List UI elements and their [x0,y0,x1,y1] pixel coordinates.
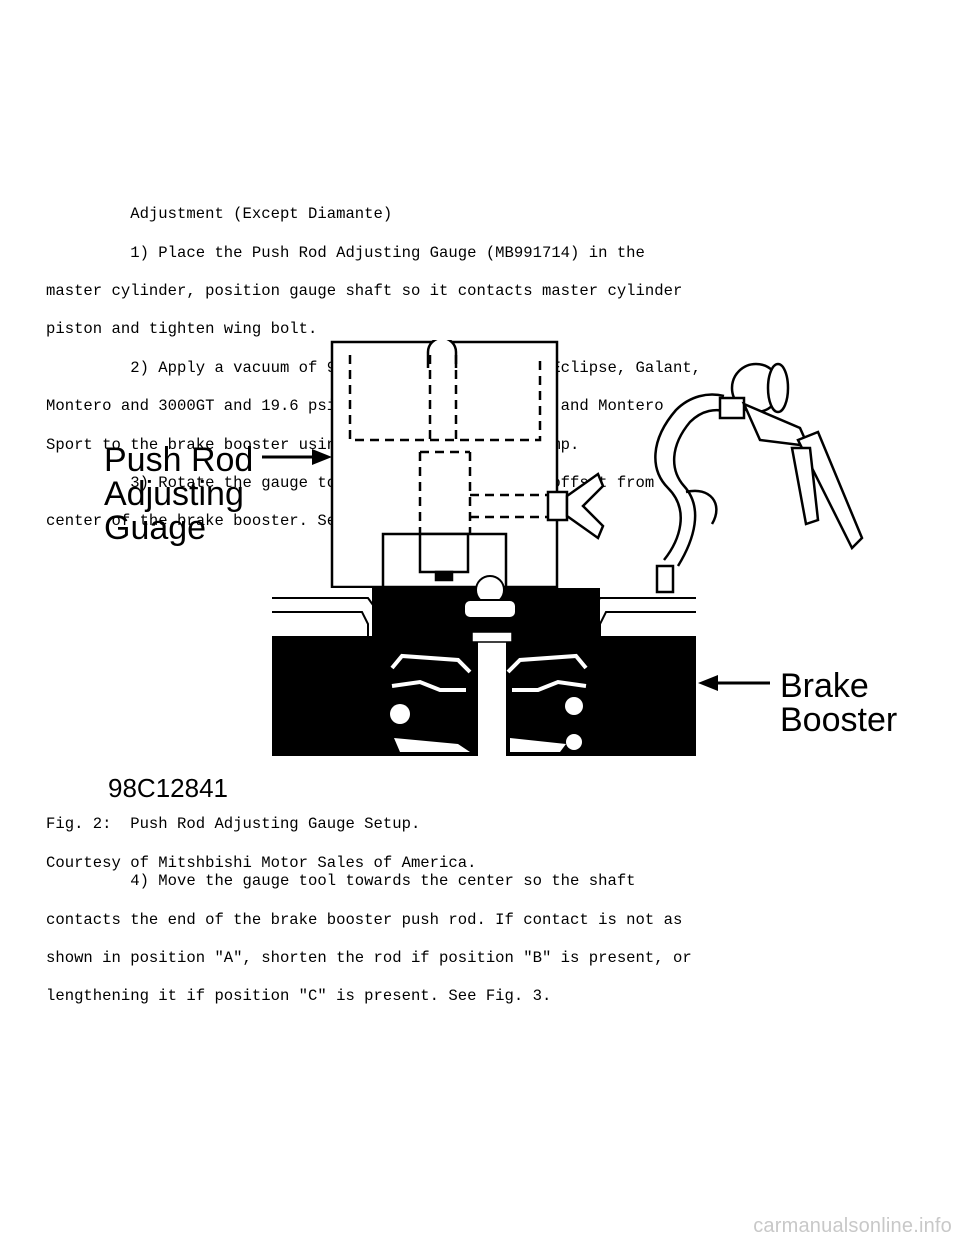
label-push-rod-line2: Adjusting [104,475,244,513]
label-push-rod-line3: Guage [104,509,206,547]
text-line: 4) Move the gauge tool towards the cente… [46,872,636,891]
gauge-body [330,340,559,589]
arrow-to-gauge [262,449,332,465]
push-rod-gauge-figure: Push Rod Adjusting Guage Brake Booster 9… [104,340,897,800]
procedure-text-top: Adjustment (Except Diamante) 1) Place th… [46,186,701,551]
watermark: carmanualsonline.info [753,1215,952,1237]
label-brake-line2: Booster [780,701,897,739]
caption-line: Courtesy of Mitshbishi Motor Sales of Am… [46,853,477,872]
arrow-to-booster [698,675,770,691]
text-line: lengthening it if position "C" is presen… [46,987,552,1006]
procedure-text-bottom: 4) Move the gauge tool towards the cente… [46,853,692,1026]
wing-bolt [546,472,605,540]
label-brake-line1: Brake [780,667,869,705]
text-line: shown in position "A", shorten the rod i… [46,949,692,968]
brake-booster [272,575,696,756]
text-line: 1) Place the Push Rod Adjusting Gauge (M… [46,243,645,262]
figure-code: 98C12841 [108,773,228,800]
text-line: master cylinder, position gauge shaft so… [46,282,683,301]
text-line: contacts the end of the brake booster pu… [46,910,683,929]
text-line: Adjustment (Except Diamante) [46,205,393,224]
caption-line: Fig. 2: Push Rod Adjusting Gauge Setup. [46,815,421,834]
label-push-rod-line1: Push Rod [104,441,253,479]
figure-caption: Fig. 2: Push Rod Adjusting Gauge Setup. … [46,796,476,892]
text-line: piston and tighten wing bolt. [46,320,318,339]
vacuum-pump [654,362,864,594]
